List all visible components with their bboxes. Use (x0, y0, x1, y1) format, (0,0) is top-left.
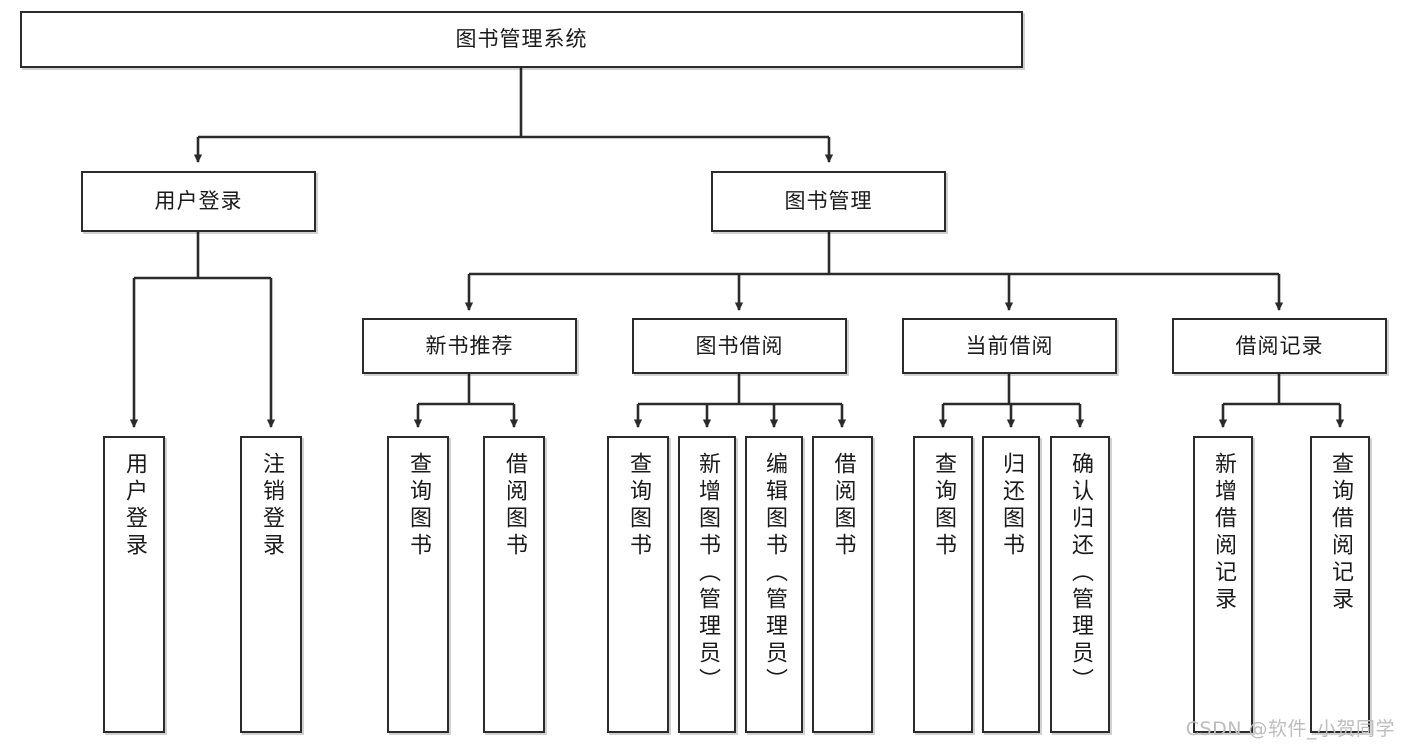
node-new-book-recommend-label: 新书推荐 (425, 333, 514, 358)
node-leaf-query-book-rec[interactable]: 查询图书 (387, 436, 449, 733)
node-leaf-edit-book[interactable]: 编辑图书（管理员） (745, 436, 803, 733)
node-leaf-confirm-return-label: 确认归还（管理员） (1068, 452, 1093, 695)
node-user-login-label: 用户登录 (154, 189, 243, 214)
node-new-book-recommend[interactable]: 新书推荐 (362, 318, 577, 374)
node-leaf-query-book-current[interactable]: 查询图书 (913, 436, 973, 733)
node-leaf-borrow-book[interactable]: 借阅图书 (812, 436, 873, 733)
node-leaf-confirm-return[interactable]: 确认归还（管理员） (1050, 436, 1110, 733)
node-borrow-record[interactable]: 借阅记录 (1172, 318, 1387, 374)
node-leaf-query-book-borrow[interactable]: 查询图书 (607, 436, 669, 733)
node-leaf-user-login[interactable]: 用户登录 (103, 436, 165, 733)
node-current-borrow[interactable]: 当前借阅 (902, 318, 1117, 374)
node-root[interactable]: 图书管理系统 (20, 11, 1023, 68)
node-leaf-borrow-book-rec-label: 借阅图书 (502, 452, 527, 560)
node-leaf-edit-book-label: 编辑图书（管理员） (762, 452, 787, 695)
node-book-borrow-label: 图书借阅 (695, 333, 784, 358)
node-leaf-query-book-rec-label: 查询图书 (406, 452, 431, 560)
node-leaf-query-book-borrow-label: 查询图书 (626, 452, 651, 560)
node-leaf-user-logout-label: 注销登录 (259, 452, 284, 560)
node-user-login[interactable]: 用户登录 (81, 171, 316, 232)
node-leaf-add-book[interactable]: 新增图书（管理员） (678, 436, 736, 733)
node-leaf-add-borrow-record-label: 新增借阅记录 (1211, 452, 1236, 614)
node-leaf-query-book-current-label: 查询图书 (931, 452, 956, 560)
node-leaf-query-borrow-record[interactable]: 查询借阅记录 (1310, 436, 1370, 733)
node-leaf-query-borrow-record-label: 查询借阅记录 (1328, 452, 1353, 614)
node-book-borrow[interactable]: 图书借阅 (632, 318, 847, 374)
node-book-manage-label: 图书管理 (784, 189, 873, 214)
node-book-manage[interactable]: 图书管理 (711, 171, 946, 232)
node-leaf-add-borrow-record[interactable]: 新增借阅记录 (1193, 436, 1253, 733)
node-current-borrow-label: 当前借阅 (965, 333, 1054, 358)
node-leaf-add-book-label: 新增图书（管理员） (695, 452, 720, 695)
node-leaf-user-logout[interactable]: 注销登录 (240, 436, 302, 733)
node-leaf-borrow-book-rec[interactable]: 借阅图书 (483, 436, 545, 733)
node-leaf-return-book[interactable]: 归还图书 (982, 436, 1040, 733)
node-borrow-record-label: 借阅记录 (1235, 333, 1324, 358)
watermark-text: CSDN @软件_小贺同学 (1185, 718, 1395, 740)
node-leaf-return-book-label: 归还图书 (999, 452, 1024, 560)
node-leaf-borrow-book-label: 借阅图书 (830, 452, 856, 560)
node-root-label: 图书管理系统 (455, 27, 588, 52)
node-leaf-user-login-label: 用户登录 (122, 452, 147, 560)
